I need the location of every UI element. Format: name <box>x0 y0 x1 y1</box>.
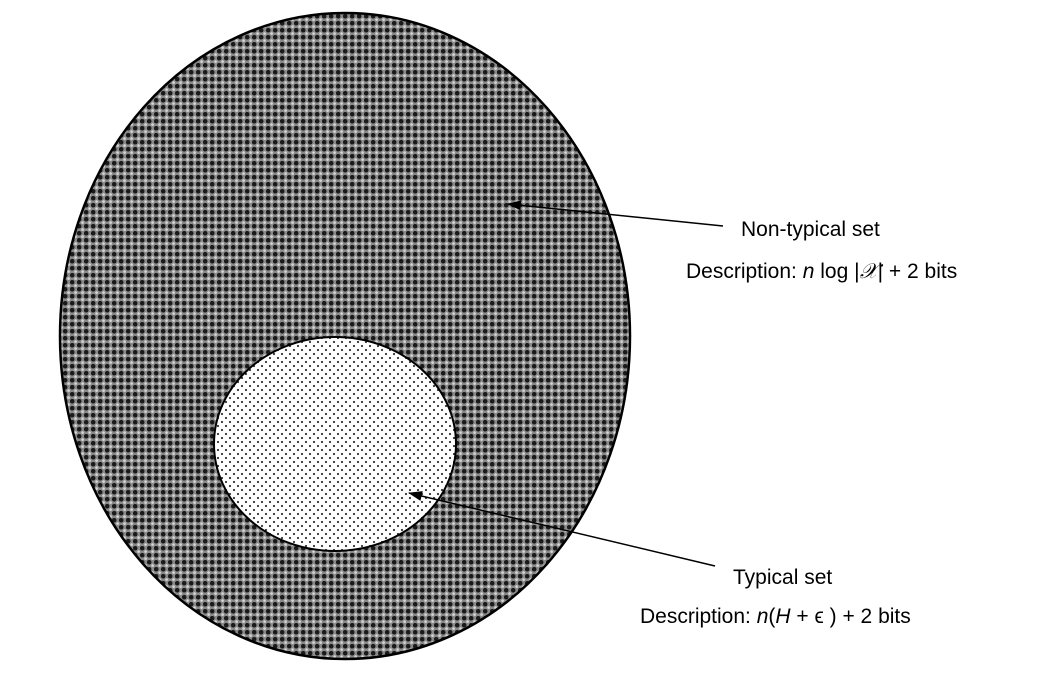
nontypical-desc-n: n <box>802 260 815 283</box>
nontypical-desc-log: log | <box>814 260 860 283</box>
typical-set-description: Description: n(H + ϵ ) + 2 bits <box>640 606 911 627</box>
typical-desc-n: n <box>756 605 769 628</box>
nontypical-pointer-arrow <box>507 200 724 227</box>
epsilon-symbol: ϵ <box>814 605 824 628</box>
nontypical-set-label: Non-typical set <box>741 218 880 241</box>
typical-desc-suffix: ) + 2 bits <box>823 605 911 628</box>
nontypical-set-region <box>58 11 632 661</box>
typical-set-label: Typical set <box>733 566 833 589</box>
typical-desc-open: ( <box>768 605 776 628</box>
nontypical-set-description: Description: n log |𝒳| + 2 bits <box>686 259 958 283</box>
typical-set-region <box>213 336 457 552</box>
entropy-symbol: H <box>775 605 791 628</box>
nontypical-desc-prefix: Description: <box>686 260 803 283</box>
typical-pointer-arrow <box>408 491 716 567</box>
nontypical-desc-suffix: | + 2 bits <box>877 260 958 283</box>
alphabet-symbol: 𝒳 <box>859 259 878 283</box>
typical-desc-prefix: Description: <box>640 605 757 628</box>
typical-desc-plus: + <box>790 605 815 628</box>
